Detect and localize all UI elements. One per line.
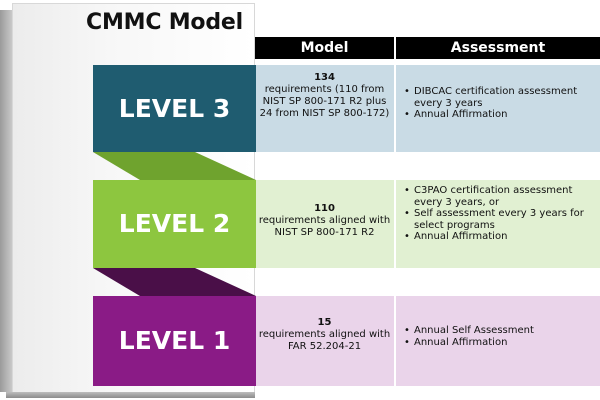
level-1-requirement-text: requirements aligned with FAR 52.204-21 [258, 329, 391, 352]
assessment-item: Annual Affirmation [404, 109, 596, 121]
level-1-tile: LEVEL 1 [93, 296, 256, 386]
connector-level3-level2 [93, 152, 256, 180]
assessment-item: DIBCAC certification assessment every 3 … [404, 86, 596, 109]
header-assessment: Assessment [396, 37, 600, 59]
level-2-requirement-text: requirements aligned with NIST SP 800-17… [258, 215, 391, 238]
level-2-model: 110 requirements aligned with NIST SP 80… [257, 203, 392, 239]
assessment-item: Annual Self Assessment [404, 325, 596, 337]
page-title: CMMC Model [86, 10, 243, 35]
level-2-assessment-list: C3PAO certification assessment every 3 y… [404, 185, 596, 243]
level-1-model: 15 requirements aligned with FAR 52.204-… [257, 317, 392, 353]
assessment-item: Self assessment every 3 years for select… [404, 208, 596, 231]
assessment-item: C3PAO certification assessment every 3 y… [404, 185, 596, 208]
level-2-tile: LEVEL 2 [93, 180, 256, 268]
connector-level2-level1 [93, 268, 256, 296]
level-3-requirement-text: requirements (110 from NIST SP 800-171 R… [259, 84, 390, 119]
assessment-item: Annual Affirmation [404, 337, 596, 349]
assessment-item: Annual Affirmation [404, 231, 596, 243]
level-2-requirement-count: 110 [314, 203, 335, 214]
header-model: Model [255, 37, 394, 59]
column-divider [394, 180, 396, 268]
model-block-base [6, 392, 255, 398]
level-1-assessment-list: Annual Self Assessment Annual Affirmatio… [404, 325, 596, 348]
level-3-tile: LEVEL 3 [93, 65, 256, 152]
level-3-assessment-list: DIBCAC certification assessment every 3 … [404, 86, 596, 121]
level-1-requirement-count: 15 [317, 317, 332, 328]
model-block-side [0, 10, 12, 392]
level-3-requirement-count: 134 [314, 72, 335, 83]
column-divider [394, 296, 396, 386]
column-divider [394, 65, 396, 152]
level-3-model: 134 requirements (110 from NIST SP 800-1… [257, 72, 392, 120]
